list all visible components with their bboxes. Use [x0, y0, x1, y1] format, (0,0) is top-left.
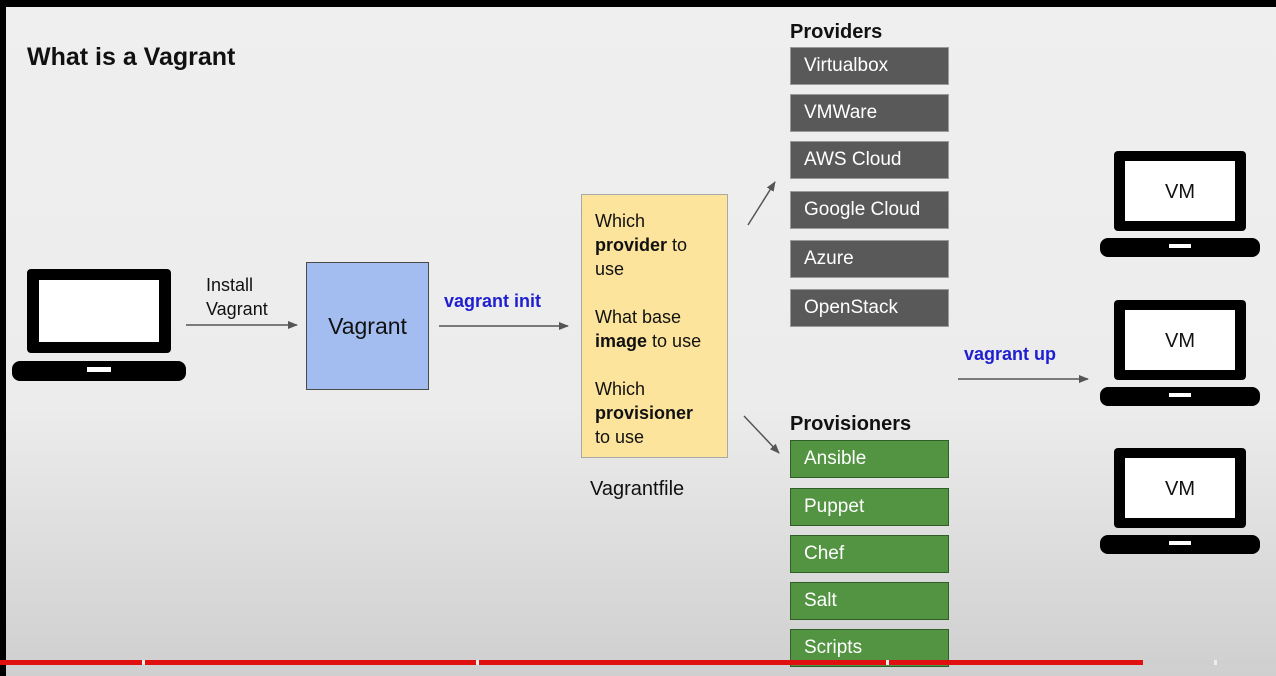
vagrant-box: Vagrant	[306, 262, 429, 390]
vm-label: VM	[1165, 181, 1195, 203]
progress-played	[0, 660, 1143, 665]
video-progress-bar[interactable]	[0, 660, 1276, 665]
vm-label: VM	[1165, 478, 1195, 500]
laptop-icon	[12, 269, 186, 381]
progress-remaining	[1143, 660, 1276, 665]
provisioner-salt: Salt	[790, 582, 949, 620]
laptop-icon	[1100, 151, 1260, 257]
provider-google-cloud: Google Cloud	[790, 191, 949, 229]
provider-openstack: OpenStack	[790, 289, 949, 327]
install-label-line1: Install	[206, 275, 254, 295]
provider-vmware: VMWare	[790, 94, 949, 132]
vm-laptop-1: VM	[1100, 151, 1260, 257]
chapter-marker	[142, 660, 145, 665]
chapter-marker	[1214, 660, 1217, 665]
vm-laptop-2: VM	[1100, 300, 1260, 406]
slide: What is a Vagrant Install Vagrant Vagran…	[6, 7, 1276, 676]
provisioner-puppet: Puppet	[790, 488, 949, 526]
provisioner-ansible: Ansible	[790, 440, 949, 478]
vm-label: VM	[1165, 330, 1195, 352]
provider-aws-cloud: AWS Cloud	[790, 141, 949, 179]
vagrant-init-command: vagrant init	[444, 291, 542, 311]
vagrantfile-label: Vagrantfile	[590, 478, 685, 500]
provider-azure: Azure	[790, 240, 949, 278]
chapter-marker	[476, 660, 479, 665]
provisioner-chef: Chef	[790, 535, 949, 573]
vagrant-up-command: vagrant up	[964, 344, 1057, 364]
laptop-icon	[1100, 300, 1260, 406]
providers-heading: Providers	[790, 21, 883, 43]
arrow-to-providers	[747, 181, 776, 226]
slide-title: What is a Vagrant	[27, 43, 236, 71]
provider-virtualbox: Virtualbox	[790, 47, 949, 85]
install-label-line2: Vagrant	[206, 299, 268, 319]
provisioners-heading: Provisioners	[790, 413, 912, 435]
vm-laptop-3: VM	[1100, 448, 1260, 554]
chapter-marker	[886, 660, 889, 665]
laptop-icon	[1100, 448, 1260, 554]
arrow-to-provisioners	[743, 415, 780, 454]
install-vagrant-label: Install Vagrant	[206, 273, 268, 321]
